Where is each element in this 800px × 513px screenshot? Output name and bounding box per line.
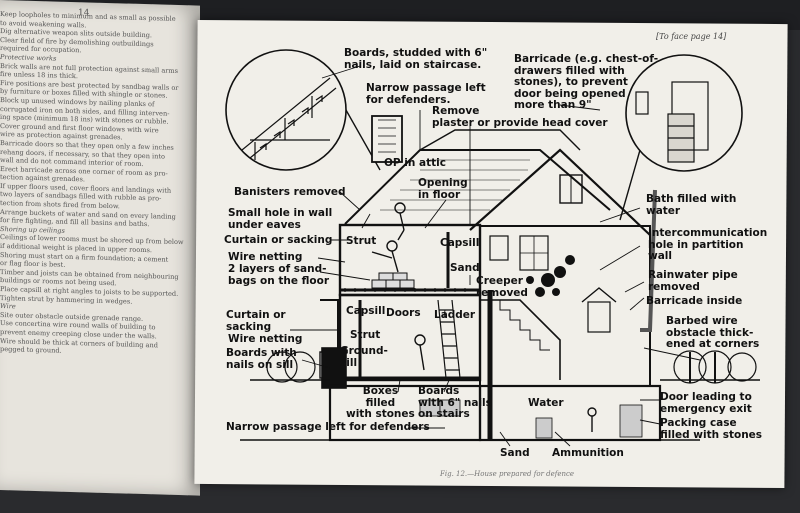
label-ammunition: Ammunition: [552, 447, 624, 459]
label-water: Water: [528, 397, 564, 409]
label-sandbags: 2 layers of sand-bags on the floor: [228, 263, 330, 287]
inset-circle-staircase: [225, 49, 347, 171]
label-banisters-removed: Banisters removed: [234, 186, 346, 198]
label-barricade-chest: Barricade (e.g. chest-of-drawers filled …: [514, 53, 659, 111]
label-sand-top: Sand: [450, 262, 480, 274]
label-strut-top: Strut: [346, 235, 377, 247]
page-header: [To face page 14]: [656, 32, 727, 41]
label-capsill-bottom: Capsill: [346, 305, 386, 317]
label-strut-bottom: Strut: [350, 329, 381, 341]
inset-circle-barricade: [625, 54, 743, 172]
label-narrow-passage-bottom: Narrow passage left for defenders: [226, 421, 430, 433]
label-sand-bottom: Sand: [500, 447, 530, 459]
label-barricade-inside: Barricade inside: [646, 295, 743, 307]
label-capsill-top: Capsill: [440, 237, 480, 249]
label-ground-sill: Ground-sill: [340, 345, 388, 369]
label-wire-netting-top: Wire netting: [228, 251, 303, 263]
label-curtain-sacking-top: Curtain or sacking: [224, 234, 333, 246]
label-op-in-attic: OP in attic: [384, 157, 446, 169]
figure-caption: Fig. 12.—House prepared for defence: [440, 470, 575, 478]
label-boards-studded: Boards, studded with 6"nails, laid on st…: [344, 47, 488, 71]
label-wire-netting-bottom: Wire netting: [228, 333, 303, 345]
label-doors: Doors: [386, 307, 421, 319]
label-ladder: Ladder: [434, 309, 476, 321]
